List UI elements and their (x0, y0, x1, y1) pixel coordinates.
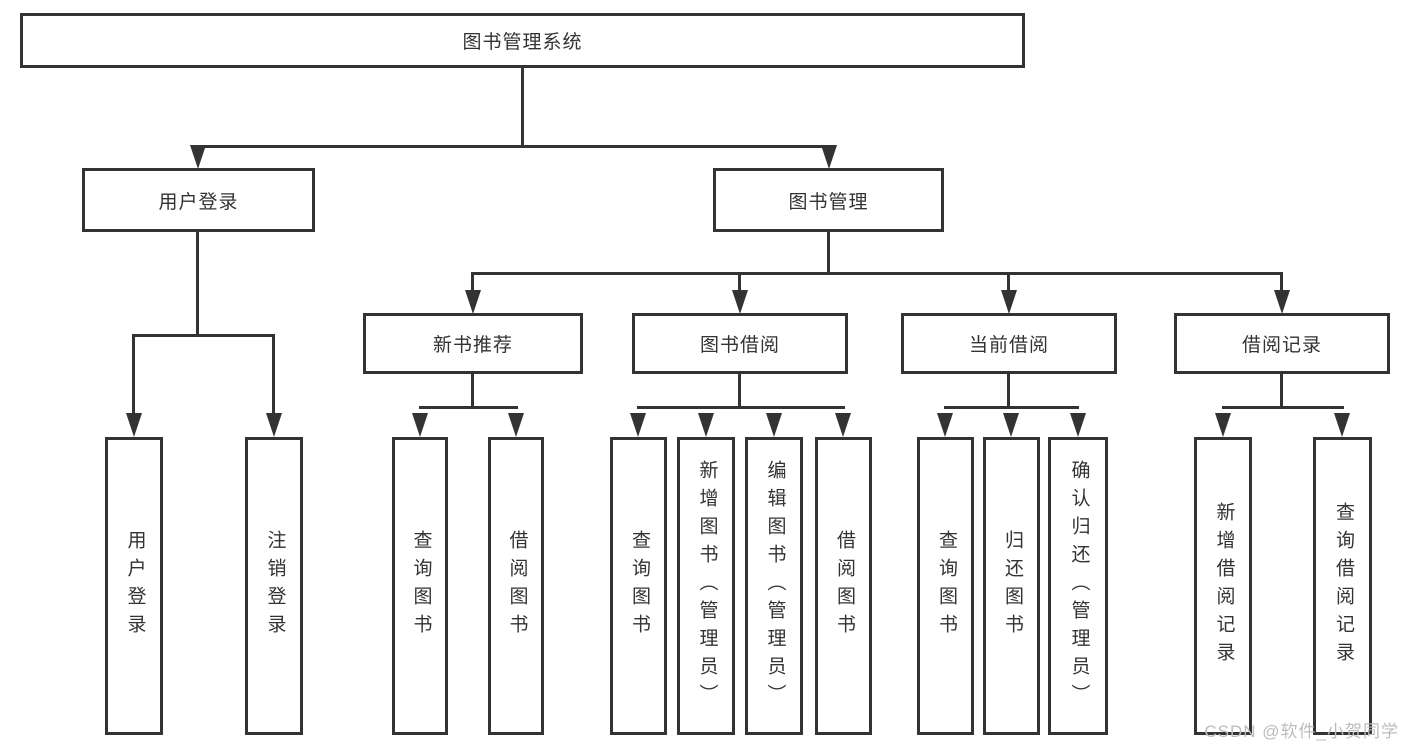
arrow-down-icon (937, 413, 953, 437)
connector-line (472, 272, 1283, 275)
connector-line (521, 68, 524, 146)
arrow-down-icon (1070, 413, 1086, 437)
leaf-add-borrow-record: 新增借阅记录 (1194, 437, 1252, 735)
connector-line (1007, 374, 1010, 408)
connector-line (132, 334, 135, 413)
node-new-book-recommend: 新书推荐 (363, 313, 583, 374)
arrow-down-icon (766, 413, 782, 437)
node-book-borrow: 图书借阅 (632, 313, 848, 374)
connector-line (196, 232, 199, 336)
leaf-query-books-2: 查询图书 (610, 437, 667, 735)
leaf-borrow-books-2: 借阅图书 (815, 437, 872, 735)
connector-line (471, 272, 474, 292)
leaf-borrow-books-1: 借阅图书 (488, 437, 544, 735)
leaf-add-books-admin: 新增图书（管理员） (677, 437, 735, 735)
node-book-management: 图书管理 (713, 168, 944, 232)
connector-line (637, 406, 845, 409)
arrow-down-icon (698, 413, 714, 437)
connector-line (827, 232, 830, 274)
node-label: 图书借阅 (699, 335, 780, 356)
arrow-down-icon (1334, 413, 1350, 437)
arrow-down-icon (630, 413, 646, 437)
node-label: 当前借阅 (968, 335, 1049, 356)
arrow-down-icon (126, 413, 142, 437)
arrow-down-icon (508, 413, 524, 437)
arrow-down-icon (1001, 290, 1017, 314)
arrow-down-icon (1003, 413, 1019, 437)
connector-line (1280, 272, 1283, 292)
csdn-watermark: CSDN @软件_小贺同学 (1204, 722, 1399, 741)
connector-line (738, 374, 741, 408)
node-borrow-records: 借阅记录 (1174, 313, 1390, 374)
node-user-login: 用户登录 (82, 168, 315, 232)
leaf-query-books-1: 查询图书 (392, 437, 448, 735)
arrow-down-icon (1215, 413, 1231, 437)
node-label: 编辑图书（管理员） (764, 460, 786, 712)
node-label: 新增借阅记录 (1213, 502, 1235, 670)
leaf-return-books: 归还图书 (983, 437, 1040, 735)
connector-line (1222, 406, 1344, 409)
connector-line (738, 272, 741, 292)
connector-line (1280, 374, 1283, 408)
node-label: 新书推荐 (432, 335, 513, 356)
connector-line (1007, 272, 1010, 292)
node-label: 借阅图书 (506, 530, 528, 642)
node-label: 新增图书（管理员） (696, 460, 718, 712)
connector-line (272, 334, 275, 413)
arrow-down-icon (412, 413, 428, 437)
leaf-user-login: 用户登录 (105, 437, 163, 735)
node-label: 用户登录 (124, 530, 146, 642)
node-label: 查询图书 (628, 530, 650, 642)
node-label: 查询借阅记录 (1332, 502, 1354, 670)
node-label: 借阅记录 (1241, 335, 1322, 356)
arrow-down-icon (1274, 290, 1290, 314)
arrow-down-icon (835, 413, 851, 437)
connector-line (944, 406, 1079, 409)
arrow-down-icon (190, 145, 206, 169)
node-root-library-system: 图书管理系统 (20, 13, 1025, 68)
leaf-logout: 注销登录 (245, 437, 303, 735)
node-label: 图书管理 (788, 191, 869, 213)
arrow-down-icon (465, 290, 481, 314)
node-label: 注销登录 (264, 530, 286, 642)
node-label: 确认归还（管理员） (1068, 460, 1090, 712)
connector-line (471, 374, 474, 408)
node-label: 查询图书 (410, 530, 432, 642)
node-label: 查询图书 (935, 530, 957, 642)
connector-line (196, 145, 831, 148)
node-current-borrow: 当前借阅 (901, 313, 1117, 374)
arrow-down-icon (821, 145, 837, 169)
connector-line (419, 406, 518, 409)
leaf-confirm-return-admin: 确认归还（管理员） (1048, 437, 1108, 735)
node-label: 归还图书 (1001, 530, 1023, 642)
arrow-down-icon (266, 413, 282, 437)
leaf-query-borrow-record: 查询借阅记录 (1313, 437, 1372, 735)
node-label: 图书管理系统 (462, 32, 583, 53)
connector-line (132, 334, 275, 337)
node-label: 借阅图书 (833, 530, 855, 642)
arrow-down-icon (732, 290, 748, 314)
leaf-query-books-3: 查询图书 (917, 437, 974, 735)
leaf-edit-books-admin: 编辑图书（管理员） (745, 437, 803, 735)
node-label: 用户登录 (158, 191, 239, 213)
